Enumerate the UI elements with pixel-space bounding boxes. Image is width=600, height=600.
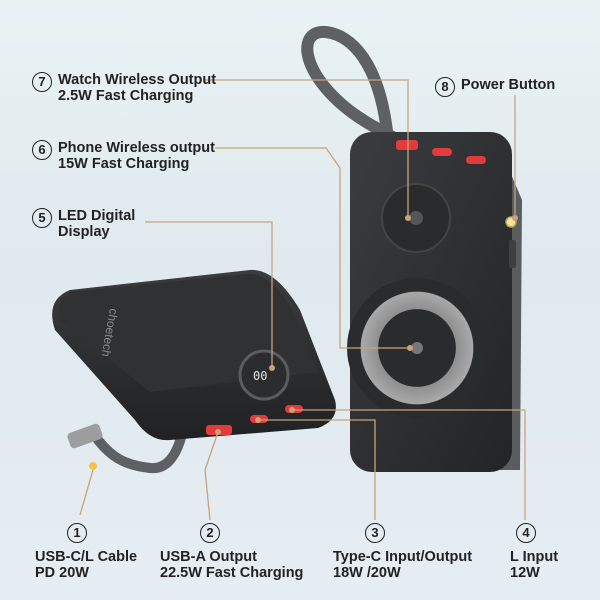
callout-2-line1: USB-A Output <box>160 549 257 565</box>
lightning-port <box>466 156 486 164</box>
callout-8-line1: Power Button <box>461 77 556 93</box>
leader-line-6 <box>215 147 410 349</box>
callout-number-5: 5 <box>32 208 52 228</box>
callout-number-1: 1 <box>67 523 87 543</box>
callout-1-line2: PD 20W <box>35 565 89 581</box>
phone-charger-logo <box>411 342 423 354</box>
leader-line-7 <box>205 79 409 218</box>
callout-3-line1: Type-C Input/Output <box>333 549 473 565</box>
leader-line-2 <box>204 431 219 521</box>
callout-type-c-input-output: 3 Type-C Input/Output 18W /20W <box>333 523 472 581</box>
usb-c-connector <box>67 423 103 449</box>
watch-charger-logo <box>409 211 423 225</box>
callout-usb-a-output: 2 USB-A Output 22.5W Fast Charging <box>160 523 303 581</box>
callout-led-digital-display: 5 LED Digital Display <box>32 208 135 240</box>
callout-4-line2: 12W <box>510 565 540 581</box>
leader-line-1 <box>79 469 94 516</box>
side-port-strip <box>509 240 516 268</box>
cable-callout-dot <box>89 462 97 470</box>
leader-line-3 <box>258 419 376 520</box>
callout-number-2: 2 <box>200 523 220 543</box>
callout-power-button: 8 Power Button <box>435 77 555 97</box>
callout-1-line1: USB-C/L Cable <box>35 549 138 565</box>
callout-number-4: 4 <box>516 523 536 543</box>
leader-line-4 <box>292 409 526 520</box>
callout-number-7: 7 <box>32 72 52 92</box>
callout-6-line2: 15W Fast Charging <box>58 156 190 172</box>
right-power-bank <box>301 25 522 472</box>
callout-usb-c-l-cable: 1 USB-C/L Cable PD 20W <box>35 523 137 581</box>
callout-6-line1: Phone Wireless output <box>58 140 215 156</box>
callout-3-line2: 18W /20W <box>333 565 401 581</box>
callout-phone-wireless-output: 6 Phone Wireless output 15W Fast Chargin… <box>32 140 215 172</box>
callout-l-input: 4 L Input 12W <box>510 523 558 581</box>
callout-watch-wireless-output: 7 Watch Wireless Output 2.5W Fast Chargi… <box>32 72 216 104</box>
leader-dots <box>215 215 518 435</box>
callout-7-line1: Watch Wireless Output <box>58 72 217 88</box>
leader-lines <box>79 79 526 521</box>
type-c-port <box>432 148 452 156</box>
leader-line-5 <box>145 221 273 368</box>
callout-2-line2: 22.5W Fast Charging <box>160 565 304 581</box>
callout-5-line1: LED Digital <box>58 208 136 224</box>
attached-cable <box>93 415 190 474</box>
led-display <box>238 349 290 401</box>
led-display-readout: 00 <box>253 369 267 383</box>
callout-5-line2: Display <box>58 224 110 240</box>
usb-a-port <box>396 140 418 150</box>
left-power-bank <box>52 269 336 474</box>
callout-number-3: 3 <box>365 523 385 543</box>
callout-number-6: 6 <box>32 140 52 160</box>
callout-7-line2: 2.5W Fast Charging <box>58 88 194 104</box>
callout-4-line1: L Input <box>510 549 559 565</box>
callout-number-8: 8 <box>435 77 455 97</box>
strap-loop <box>301 25 404 146</box>
